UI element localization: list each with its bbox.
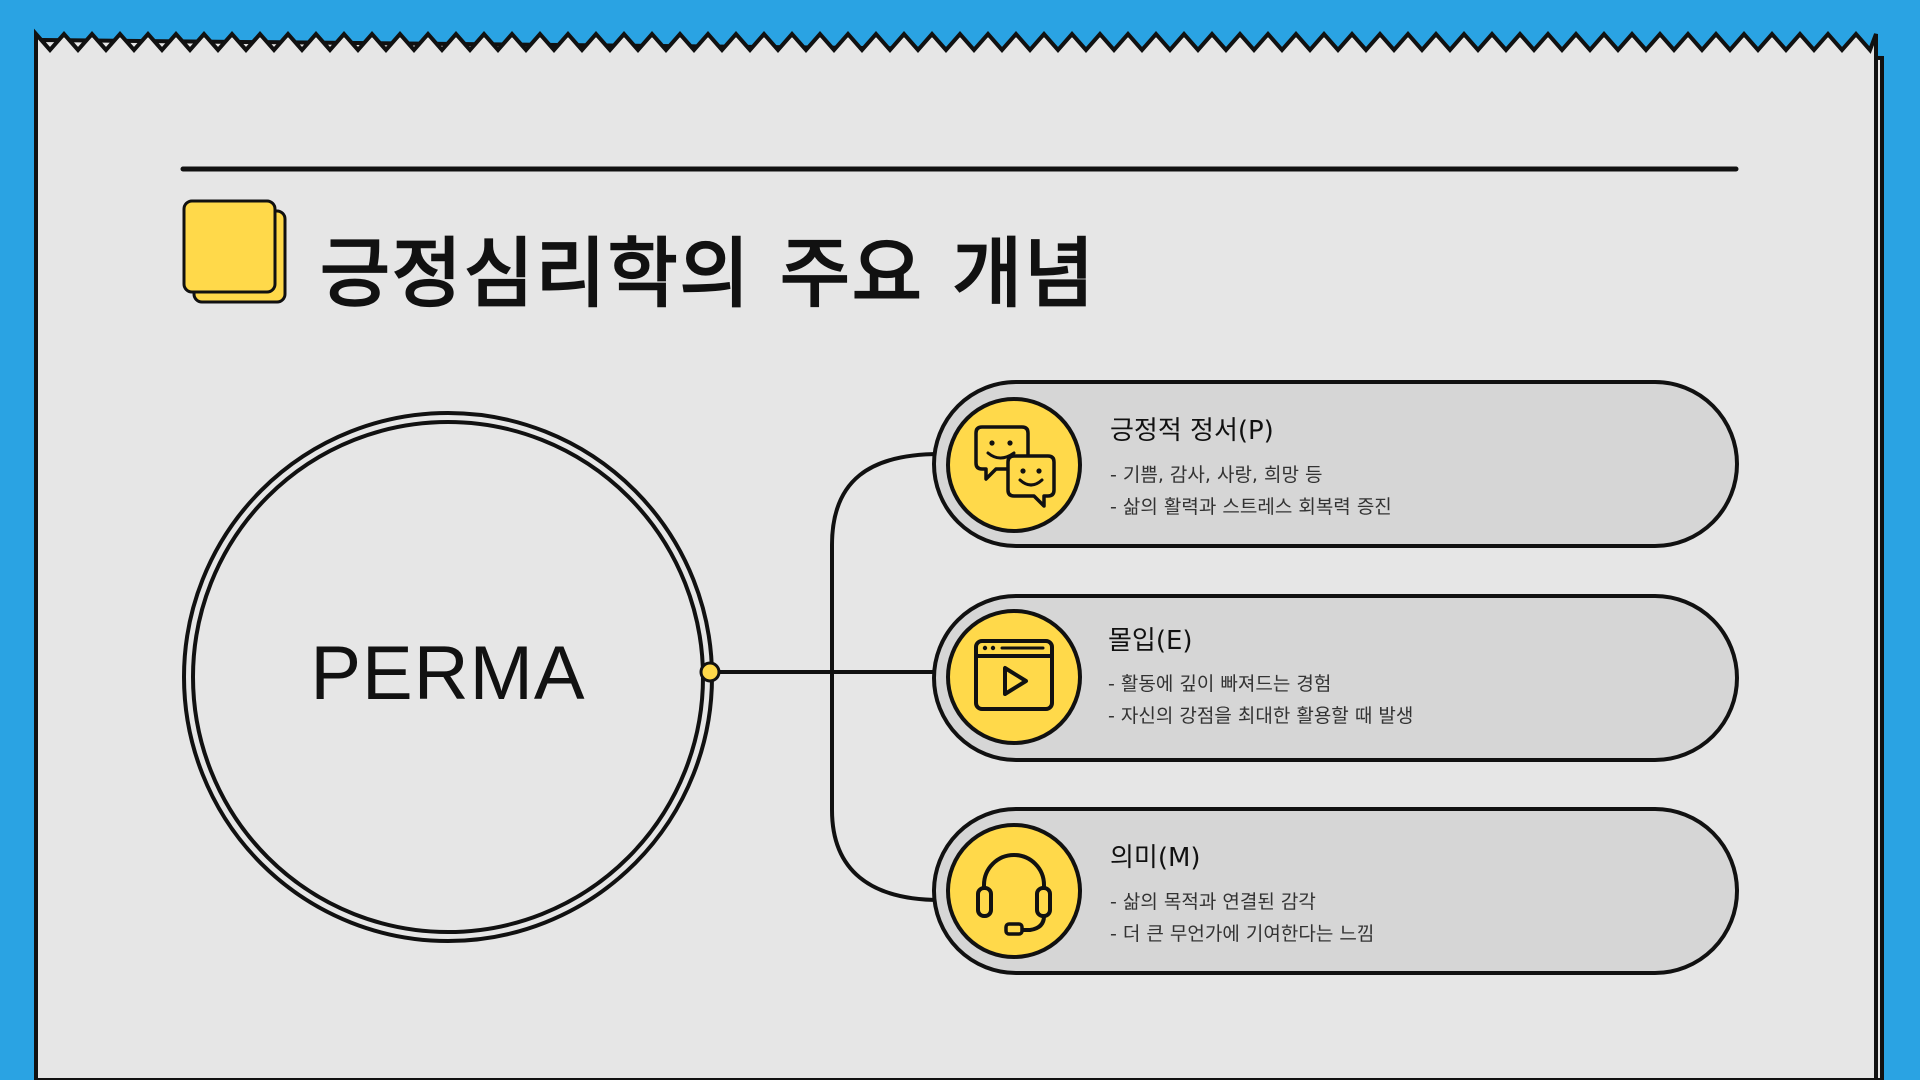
pill-meaning bbox=[932, 807, 1739, 975]
perma-label: PERMA bbox=[310, 631, 586, 716]
page-title: 긍정심리학의 주요 개념 bbox=[320, 229, 1097, 318]
item-line: - 삶의 활력과 스트레스 회복력 증진 bbox=[1110, 496, 1392, 518]
connector-node bbox=[699, 661, 721, 683]
item-title-positive-emotion: 긍정적 정서(P) bbox=[1110, 416, 1274, 446]
pill-positive-emotion bbox=[932, 380, 1739, 548]
connector-lines bbox=[710, 452, 941, 902]
chat-faces-icon bbox=[946, 397, 1082, 533]
item-title-meaning: 의미(M) bbox=[1110, 843, 1201, 873]
pill-engagement bbox=[932, 594, 1739, 762]
item-line: - 삶의 목적과 연결된 감각 bbox=[1110, 891, 1316, 913]
item-line: - 자신의 강점을 최대한 활용할 때 발생 bbox=[1108, 705, 1414, 727]
item-line: - 활동에 깊이 빠져드는 경험 bbox=[1108, 673, 1332, 695]
headphones-icon bbox=[946, 823, 1082, 959]
item-line: - 기쁨, 감사, 사랑, 희망 등 bbox=[1110, 464, 1323, 486]
video-player-icon bbox=[946, 609, 1082, 745]
item-line: - 더 큰 무언가에 기여한다는 느낌 bbox=[1110, 923, 1375, 945]
title-square-icon bbox=[182, 199, 287, 304]
item-title-engagement: 몰입(E) bbox=[1108, 626, 1193, 656]
